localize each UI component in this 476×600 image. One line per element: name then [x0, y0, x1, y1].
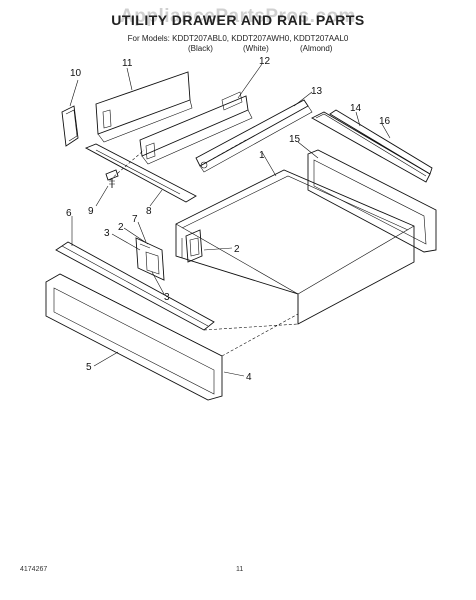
- leader-14: [355, 111, 361, 127]
- leader-4: [223, 371, 245, 377]
- part-16-trim-strip: [329, 109, 433, 175]
- callout-4: 4: [246, 372, 252, 383]
- part-5-front-panel: [45, 273, 223, 401]
- leader-13: [293, 91, 313, 107]
- part-2-bracket-right: [189, 237, 200, 257]
- part-8-lower-rail: [84, 143, 197, 203]
- color-almond: (Almond): [300, 44, 333, 53]
- callout-2-left: 2: [118, 222, 124, 233]
- leader-9: [95, 185, 109, 207]
- callout-8: 8: [146, 206, 152, 217]
- color-black: (Black): [188, 44, 213, 53]
- callout-15: 15: [289, 134, 301, 145]
- part-7-bracket-left: [135, 237, 165, 281]
- part-10-end-cap: [61, 105, 79, 147]
- color-white: (White): [243, 44, 269, 53]
- leader-10: [69, 79, 79, 107]
- leader-16: [381, 123, 391, 139]
- leader-8: [149, 189, 163, 207]
- leader-2a: [203, 247, 233, 251]
- part-9-screw: [105, 169, 119, 188]
- watermark: AppliancePartsPros.com: [120, 6, 356, 27]
- leader-7: [137, 221, 147, 243]
- footer-part-number: 4174267: [20, 566, 48, 573]
- leader-2b: [123, 227, 149, 245]
- callout-6: 6: [66, 208, 72, 219]
- footer-page-number: 11: [236, 566, 244, 573]
- callout-10: 10: [70, 68, 82, 79]
- callout-7: 7: [132, 214, 138, 225]
- callout-14: 14: [350, 103, 362, 114]
- callout-3-bottom: 3: [164, 292, 170, 303]
- callout-3-top: 3: [104, 228, 110, 239]
- callout-12: 12: [259, 56, 271, 67]
- part-6-front-trim: [55, 241, 215, 331]
- leader-11: [126, 67, 133, 91]
- callout-16: 16: [379, 116, 391, 127]
- leader-5: [93, 351, 119, 367]
- callout-5: 5: [86, 362, 92, 373]
- callout-2-right: 2: [234, 244, 240, 255]
- leader-3b: [151, 271, 165, 295]
- model-list: For Models: KDDT207ABL0, KDDT207AWH0, KD…: [127, 34, 349, 43]
- leader-15: [297, 141, 319, 159]
- diagram-title: UTILITY DRAWER AND RAIL PARTS: [111, 12, 365, 28]
- leader-12: [237, 63, 263, 99]
- part-11-rear-rail: [95, 71, 193, 143]
- callout-13: 13: [311, 86, 323, 97]
- part-13-slide-rail: [195, 99, 313, 173]
- leader-3a: [111, 233, 141, 251]
- part-14-trim: [311, 111, 431, 183]
- leader-1: [261, 151, 277, 177]
- assembly-lines: [109, 139, 299, 357]
- callout-9: 9: [88, 206, 94, 217]
- callout-1: 1: [259, 150, 265, 161]
- callout-11: 11: [122, 58, 133, 69]
- part-12-center-rail: [139, 91, 253, 165]
- part-1-drawer-box: [175, 169, 415, 325]
- part-15-panel: [307, 149, 437, 253]
